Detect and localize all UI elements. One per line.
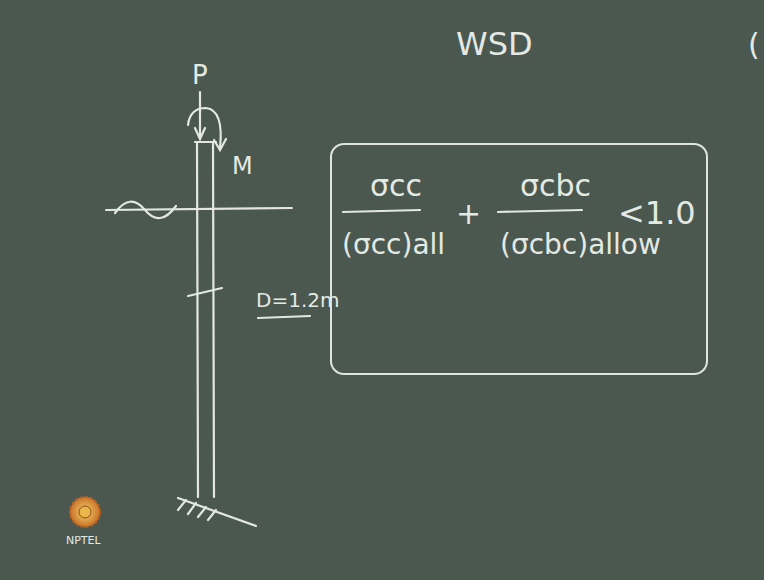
chalk-label: ( — [748, 30, 760, 60]
column-edge — [213, 142, 214, 497]
water-line — [106, 208, 292, 210]
column-top — [195, 141, 216, 143]
chalk-label: D=1.2m — [256, 290, 339, 310]
chalk-label: NPTEL — [66, 535, 101, 546]
fraction-bar — [498, 210, 582, 212]
column-edge — [197, 142, 198, 497]
wave-symbol — [115, 202, 176, 218]
formula-term: <1.0 — [618, 197, 696, 229]
arrow-head — [195, 128, 205, 139]
dimension-tick — [188, 288, 222, 296]
formula-term: + — [456, 199, 481, 229]
nptel-logo — [70, 497, 100, 527]
ground-line — [178, 498, 256, 526]
formula-term: (σcc)all — [342, 231, 445, 259]
chalk-label: WSD — [456, 28, 533, 60]
ground-hatch — [178, 500, 216, 520]
chalk-label: P — [192, 62, 208, 88]
load-arrow — [199, 92, 201, 138]
chalk-label: M — [232, 154, 253, 178]
formula-box: σcc (σcc)all + σcbc (σcbc)allow<1.0 — [330, 143, 708, 375]
underline — [258, 316, 310, 318]
fraction-bar — [343, 210, 420, 212]
formula-term: (σcbc)allow — [500, 231, 661, 259]
formula-term: σcc — [370, 171, 422, 201]
arrow-head — [214, 139, 226, 150]
formula-term: σcbc — [520, 171, 591, 201]
